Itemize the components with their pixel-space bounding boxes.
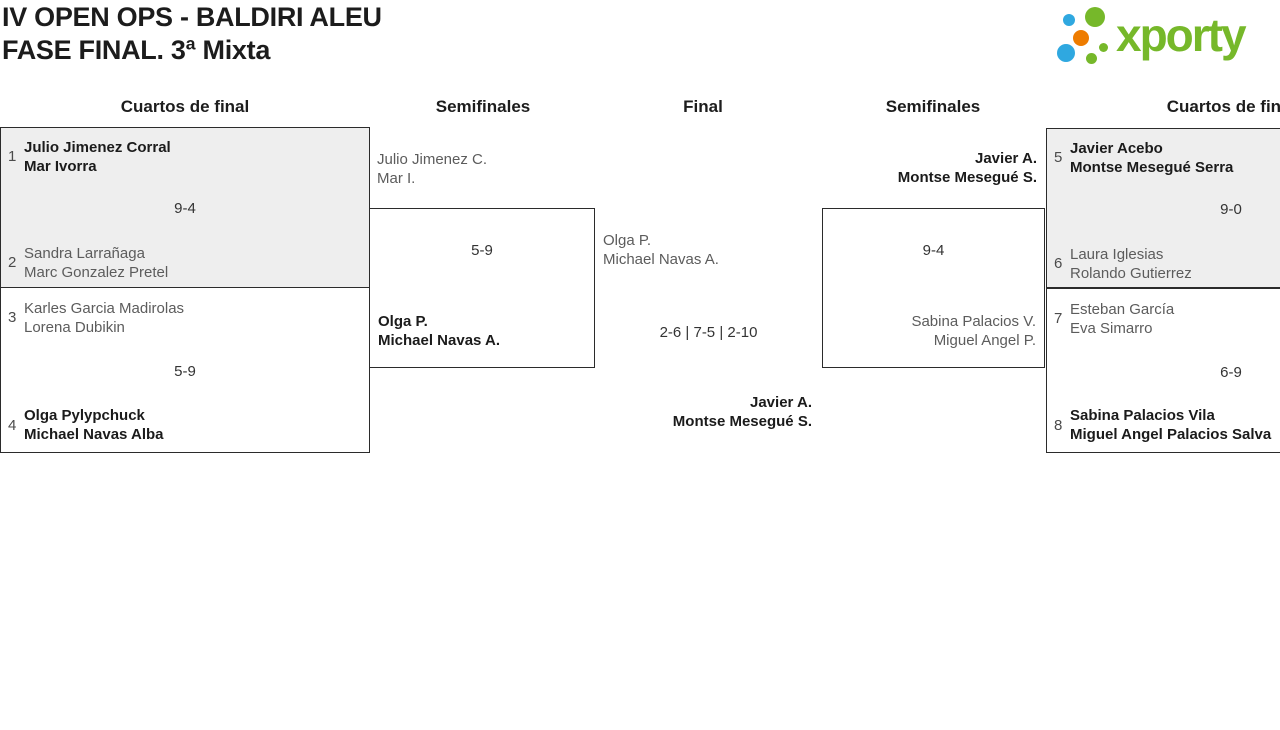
final-score: 2-6 | 7-5 | 2-10 [659,324,758,341]
team-pair: Sabina Palacios V. Miguel Angel P. [911,312,1036,350]
match-box-qf1: 1 Julio Jimenez Corral Mar Ivorra 9-4 2 … [0,127,370,288]
page-title-block: IV OPEN OPS - BALDIRI ALEU FASE FINAL. 3… [2,1,382,67]
seed-number: 1 [8,148,17,165]
player-name: Julio Jimenez Corral [24,139,171,156]
player-name: Javier A. [750,394,812,411]
player-name: Laura Iglesias [1070,246,1164,263]
player-name: Eva Simarro [1070,320,1153,337]
player-name: Mar I. [377,170,416,187]
match-box-qf2: 3 Karles Garcia Madirolas Lorena Dubikin… [0,287,370,453]
player-name: Sabina Palacios V. [911,313,1036,330]
seed-number: 4 [8,417,17,434]
seed-number: 8 [1054,417,1063,434]
player-name: Montse Mesegué S. [672,413,812,430]
round-header-quarterfinals-left: Cuartos de final [120,97,250,116]
player-name: Julio Jimenez C. [377,151,488,168]
player-name: Lorena Dubikin [24,319,125,336]
team-pair: Karles Garcia Madirolas Lorena Dubikin [24,299,184,337]
player-name: Rolando Gutierrez [1070,265,1192,282]
match-box-qf4: 7 Esteban García Eva Simarro 6-9 8 Sabin… [1046,288,1280,453]
match-score: 9-4 [174,200,196,217]
player-name: Sabina Palacios Vila [1070,407,1215,424]
logo-dot-orange [1073,30,1089,46]
match-score: 5-9 [174,363,196,380]
page-subtitle: FASE FINAL. 3ª Mixta [2,35,271,65]
match-box-sf-left: 5-9 Olga P. Michael Navas A. [369,208,595,368]
player-name: Mar Ivorra [24,158,97,175]
round-header-quarterfinals-right: Cuartos de final [1166,97,1280,116]
player-name: Javier Acebo [1070,140,1163,157]
tournament-winner: Javier A. Montse Mesegué S. [673,393,812,431]
team-pair: Olga Pylypchuck Michael Navas Alba [24,406,164,444]
team-pair: Sabina Palacios Vila Miguel Angel Palaci… [1070,406,1271,444]
player-name: Esteban García [1070,301,1175,318]
seed-number: 6 [1054,255,1063,272]
round-header-final: Final [683,97,723,116]
page-title: IV OPEN OPS - BALDIRI ALEU [2,2,382,32]
player-name: Olga P. [603,232,652,249]
seed-number: 5 [1054,149,1063,166]
player-name: Michael Navas Alba [24,426,164,443]
match-score: 9-4 [922,242,945,259]
team-pair: Laura Iglesias Rolando Gutierrez [1070,245,1192,283]
match-score: 5-9 [471,242,493,259]
seed-number: 2 [8,254,17,271]
logo-dot-green-large [1085,7,1105,27]
player-name: Javier A. [975,150,1037,167]
xporty-logo[interactable]: xporty [1050,0,1278,72]
match-score: 9-0 [1220,201,1242,218]
player-name: Miguel Angel Palacios Salva [1070,426,1272,443]
round-header-semifinals-right: Semifinales [885,97,981,116]
match-score: 6-9 [1220,364,1242,381]
team-pair-sf-right-top: Javier A. Montse Mesegué S. [898,149,1037,187]
player-name: Montse Mesegué S. [897,169,1037,186]
team-pair-sf-left-top: Julio Jimenez C. Mar I. [377,150,487,188]
team-pair: Julio Jimenez Corral Mar Ivorra [24,138,171,176]
player-name: Miguel Angel P. [933,332,1036,349]
player-name: Michael Navas A. [603,251,719,268]
team-pair: Esteban García Eva Simarro [1070,300,1174,338]
player-name: Olga Pylypchuck [24,407,145,424]
seed-number: 7 [1054,310,1063,327]
team-pair: Javier Acebo Montse Mesegué Serra [1070,139,1233,177]
logo-dot-green-small [1086,53,1097,64]
player-name: Sandra Larrañaga [24,245,145,262]
round-header-semifinals-left: Semifinales [435,97,531,116]
logo-dot-blue-small [1063,14,1075,26]
player-name: Olga P. [378,313,428,330]
logo-wordmark: xporty [1116,9,1247,61]
player-name: Marc Gonzalez Pretel [24,264,169,281]
team-pair-final-top: Olga P. Michael Navas A. [603,231,719,269]
match-box-sf-right: 9-4 Sabina Palacios V. Miguel Angel P. [822,208,1045,368]
player-name: Michael Navas A. [378,332,500,349]
logo-dot-green-tiny [1099,43,1108,52]
team-pair: Sandra Larrañaga Marc Gonzalez Pretel [24,244,168,282]
player-name: Karles Garcia Madirolas [24,300,185,317]
team-pair: Olga P. Michael Navas A. [378,312,500,350]
logo-dot-blue-large [1057,44,1075,62]
player-name: Montse Mesegué Serra [1070,159,1234,176]
seed-number: 3 [8,309,17,326]
match-box-qf3: 5 Javier Acebo Montse Mesegué Serra 9-0 … [1046,128,1280,288]
